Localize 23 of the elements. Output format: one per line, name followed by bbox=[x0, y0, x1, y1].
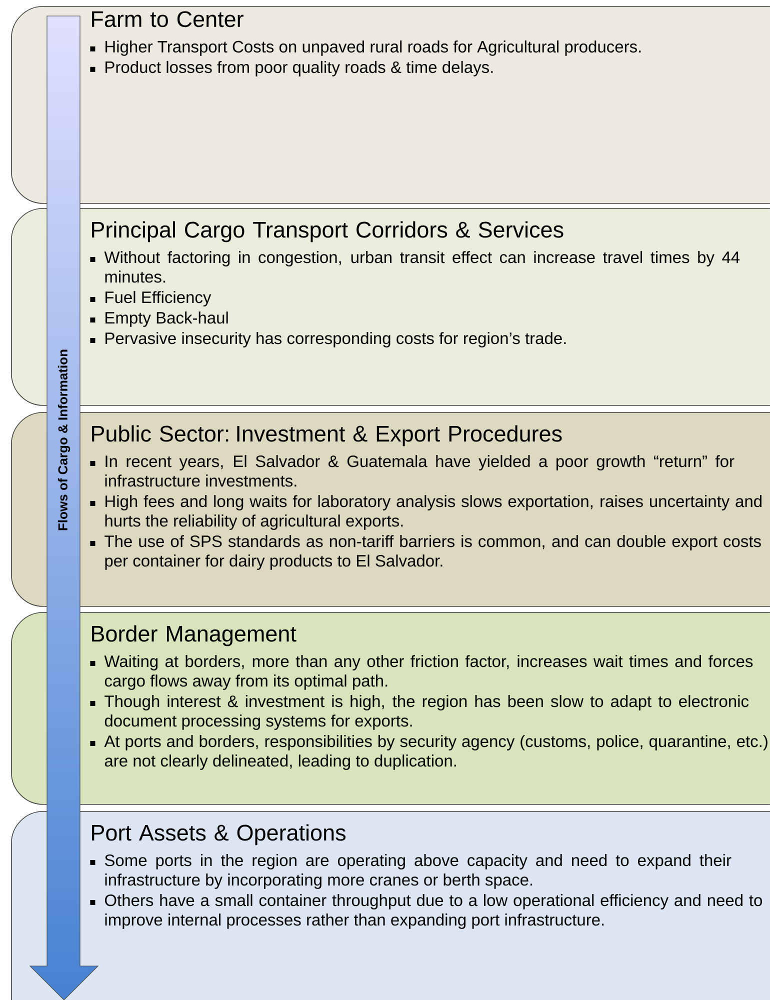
bullet-text: Waiting at borders, more than any other friction factor, increases wait times and forces cargo flows away from its optimal path. bbox=[90, 655, 753, 690]
bullet-text: High fees and long waits for laboratory analysis slows exportation, raises uncertainty and hurts the reliability of agricultural exports. bbox=[90, 495, 762, 530]
bullet-text: Product losses from poor quality roads & time delays. bbox=[90, 60, 493, 76]
panel-heading: Principal Cargo Transport Corridors & Services bbox=[92, 221, 564, 242]
bullet-text: Some ports in the region are operating above capacity and need to expand their infrastructure by incorporating more cranes or berth space. bbox=[90, 854, 732, 889]
panel-heading: Farm to Center bbox=[92, 11, 244, 28]
panel-heading: Public Sector: Investment & Export Procedures bbox=[92, 425, 562, 446]
bullet-text: Without factoring in congestion, urban transit effect can increase travel times by 44 minutes. bbox=[90, 251, 740, 283]
bullet-text: Though interest & investment is high, the region has been slow to adapt to electronic document processing systems for exports. bbox=[90, 695, 749, 730]
arrow-label: Flows of Cargo & Information bbox=[58, 350, 70, 530]
bullet-text: Empty Back-haul bbox=[90, 312, 228, 327]
bullet-text: Pervasive insecurity has corresponding costs for region’s trade. bbox=[90, 332, 566, 348]
stage-panel bbox=[11, 811, 770, 1000]
bullet-text: Fuel Efficiency bbox=[90, 291, 212, 306]
panel-heading: Port Assets & Operations bbox=[92, 824, 346, 846]
bullet-text: Others have a small container throughput due to a low operational efficiency and need to improve internal processes rather than expanding port infrastructure. bbox=[90, 894, 762, 929]
panel-heading: Border Management bbox=[92, 625, 296, 646]
bullet-text: In recent years, El Salvador & Guatemala have yielded a poor growth “return” for infrastructure investments. bbox=[90, 455, 734, 487]
bullet-text: At ports and borders, responsibilities by security agency (customs, police, quarantine, etc.) are not clearly delineated, leading to duplication. bbox=[90, 735, 768, 770]
bullet-text: Higher Transport Costs on unpaved rural roads for Agricultural producers. bbox=[90, 40, 641, 56]
stage-panel bbox=[11, 612, 770, 805]
stage-panel bbox=[11, 6, 770, 204]
bullet-text: The use of SPS standards as non-tariff barriers is common, and can double export costs per container for dairy products to El Salvador. bbox=[90, 535, 761, 570]
